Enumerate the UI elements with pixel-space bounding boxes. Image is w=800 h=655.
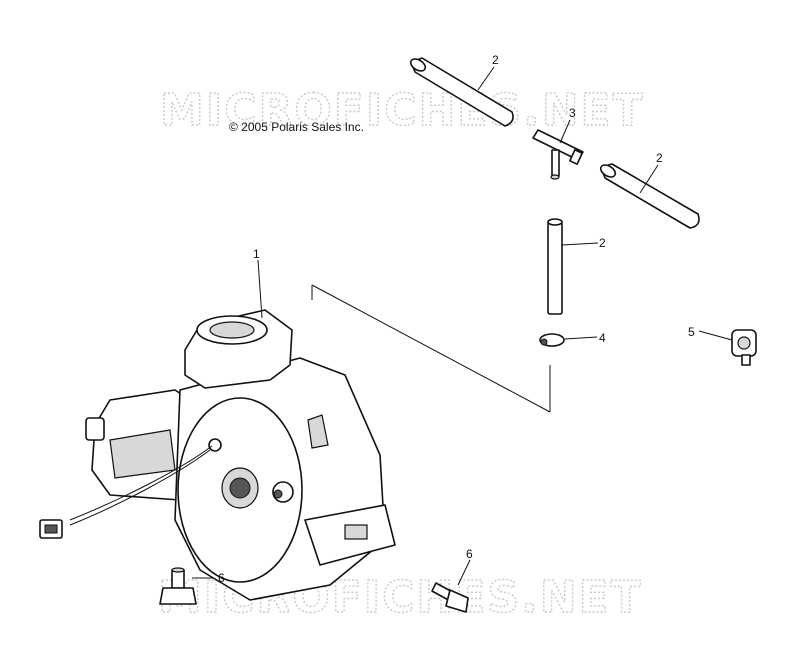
hose-part-2-top[interactable] [409, 57, 514, 127]
bolt-part-6-left[interactable] [159, 567, 197, 605]
tee-fitting-part-3[interactable] [532, 129, 584, 180]
callout-5: 5 [688, 325, 695, 339]
callout-2-right: 2 [656, 151, 663, 165]
callout-6-right: 6 [466, 547, 473, 561]
watermark-top: MICROFICHES.NET [160, 85, 645, 136]
callout-2-vertical: 2 [599, 236, 606, 250]
callout-6-left: 6 [218, 571, 225, 585]
gearcase-assembly-part-1[interactable] [85, 309, 396, 601]
callout-1: 1 [253, 247, 260, 261]
clamp-part-5[interactable] [731, 329, 757, 366]
wire-harness [69, 445, 213, 526]
callout-2-top: 2 [492, 53, 499, 67]
hose-part-2-right[interactable] [599, 163, 700, 229]
callout-4: 4 [599, 331, 606, 345]
hose-part-2-vertical[interactable] [547, 218, 563, 315]
copyright-text: © 2005 Polaris Sales Inc. [229, 120, 364, 134]
clamp-part-4[interactable] [539, 333, 565, 347]
connector[interactable] [39, 519, 63, 539]
callout-3: 3 [569, 106, 576, 120]
bolt-part-6-right[interactable] [431, 582, 469, 613]
